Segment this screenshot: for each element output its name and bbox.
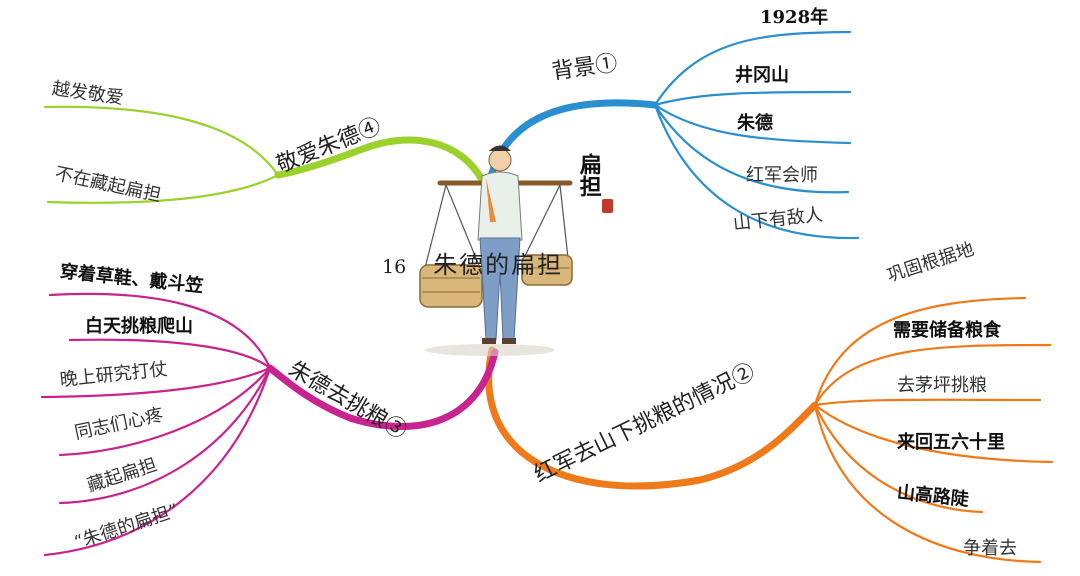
- lesson-title: 朱德的扁担: [433, 251, 564, 279]
- lesson-number: 16: [382, 256, 407, 278]
- leaf-background-1: 1928年: [760, 7, 829, 28]
- red-stamp-icon: [602, 199, 613, 213]
- leaf-red-army-2: 需要储备粮食: [893, 320, 1001, 341]
- leaf-background-4: 红军会师: [746, 165, 818, 186]
- branch-respect-lines: [43, 105, 486, 204]
- leaf-zhu-de-2: 白天挑粮爬山: [85, 316, 193, 337]
- center-topic: 16 朱德的扁担: [382, 245, 563, 280]
- leaf-red-army-6: 争着去: [963, 538, 1017, 559]
- leaf-red-army-4: 来回五六十里: [897, 432, 1005, 453]
- calligraphy-seal: 扁担: [573, 153, 613, 213]
- leaf-background-3: 朱德: [737, 113, 773, 134]
- leaf-background-2: 井冈山: [735, 65, 789, 86]
- porter-illustration: [419, 145, 573, 356]
- seal-calligraphy-text: 扁担: [575, 153, 602, 197]
- branch-red-army-lines: [485, 296, 1054, 564]
- leaf-red-army-3: 去茅坪挑粮: [897, 375, 987, 396]
- branch-zhu-de-lines: [40, 292, 499, 557]
